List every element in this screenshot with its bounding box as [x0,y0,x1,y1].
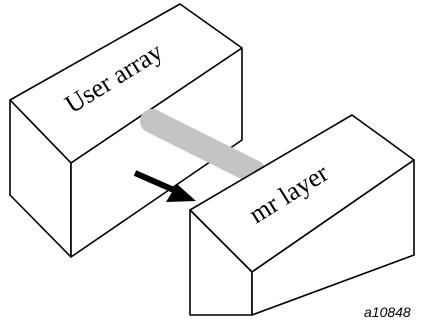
figure-id-label: a10848 [364,304,411,320]
transfer-arrow-head [166,184,196,202]
user-array-box: User array [9,3,243,258]
connector-rod-line [140,109,266,184]
user-array-box-side-face [70,47,243,258]
transfer-arrow [133,170,196,202]
mr-layer-box: mr layer [189,114,415,316]
mr-layer-box-side-face [251,159,415,316]
transfer-arrow-shaft [133,170,178,194]
connector-rod [140,109,266,184]
